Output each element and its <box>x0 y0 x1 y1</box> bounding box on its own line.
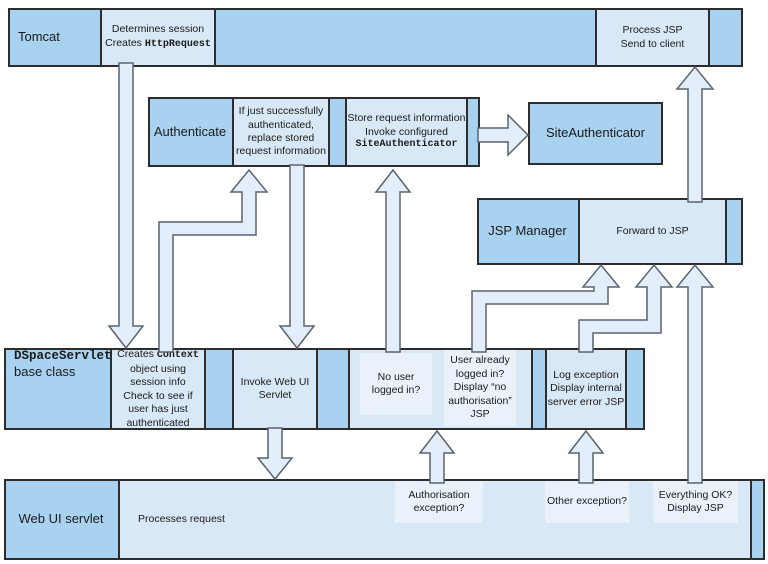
siteauthenticator-code: SiteAuthenticator <box>355 139 458 151</box>
dspace-servlet-label-rest: base class <box>14 364 76 379</box>
forward-to-jsp-box: Forward to JSP <box>578 198 727 265</box>
user-already-logged-in-box: User already logged in? Display “no auth… <box>444 350 516 426</box>
web-ui-servlet-label: Web UI servlet <box>18 511 104 527</box>
site-authenticator-box: SiteAuthenticator <box>528 102 663 165</box>
everything-ok-box: Everything OK? Display JSP <box>653 481 738 523</box>
arrow-context-to-authenticate <box>158 168 269 353</box>
determines-session-line2: Creates HttpRequest <box>105 36 211 50</box>
httprequest-code: HttpRequest <box>144 38 211 50</box>
replace-request-info-box: If just successfully authenticated, repl… <box>232 97 330 167</box>
arrow-ok-to-jsp-manager <box>675 263 715 484</box>
store-request-info-lines: Store request information Invoke configu… <box>347 112 466 138</box>
arrow-session-to-context <box>107 62 145 350</box>
dspace-servlet-label-code: DSpaceServlet <box>14 349 112 363</box>
arrow-forward-to-process-jsp <box>675 65 715 203</box>
arrow-invoke-to-processes <box>256 427 294 481</box>
arrow-store-to-siteauthenticator <box>477 113 530 157</box>
creates-context-line1: Creates Context <box>117 348 199 362</box>
store-request-info-box: Store request information Invoke configu… <box>345 97 468 167</box>
creates-context-rest: object using session info Check to see i… <box>123 362 193 429</box>
determines-session-box: Determines session Creates HttpRequest <box>100 8 216 67</box>
tomcat-label: Tomcat <box>18 29 60 45</box>
processes-request-label: Processes request <box>138 512 225 525</box>
arrow-authorisation-to-no-user <box>418 429 456 484</box>
creates-context-box: Creates Context object using session inf… <box>110 348 206 430</box>
authorisation-exception-box: Authorisation exception? <box>395 481 483 523</box>
invoke-web-ui-servlet-box: Invoke Web UI Servlet <box>232 348 318 430</box>
context-code: Context <box>156 350 199 362</box>
processes-request-box: Processes request Authorisation exceptio… <box>118 479 752 560</box>
arrow-log-to-jsp-manager <box>578 263 674 353</box>
arrow-authenticate-to-invoke <box>278 164 316 350</box>
determines-session-line1: Determines session <box>111 23 205 36</box>
arrow-other-to-log-exception <box>567 429 605 484</box>
login-check-container: No user logged in? User already logged i… <box>348 348 533 430</box>
authenticate-label: Authenticate <box>153 123 227 139</box>
other-exception-box: Other exception? <box>545 481 629 523</box>
arrow-check-to-store <box>374 168 412 353</box>
arrow-already-to-jsp-manager <box>471 263 621 353</box>
no-user-logged-in-box: No user logged in? <box>360 353 432 415</box>
jsp-manager-label: JSP Manager <box>488 223 567 239</box>
process-jsp-box: Process JSP Send to client <box>595 8 710 67</box>
log-exception-box: Log exception Display internal server er… <box>545 348 627 430</box>
